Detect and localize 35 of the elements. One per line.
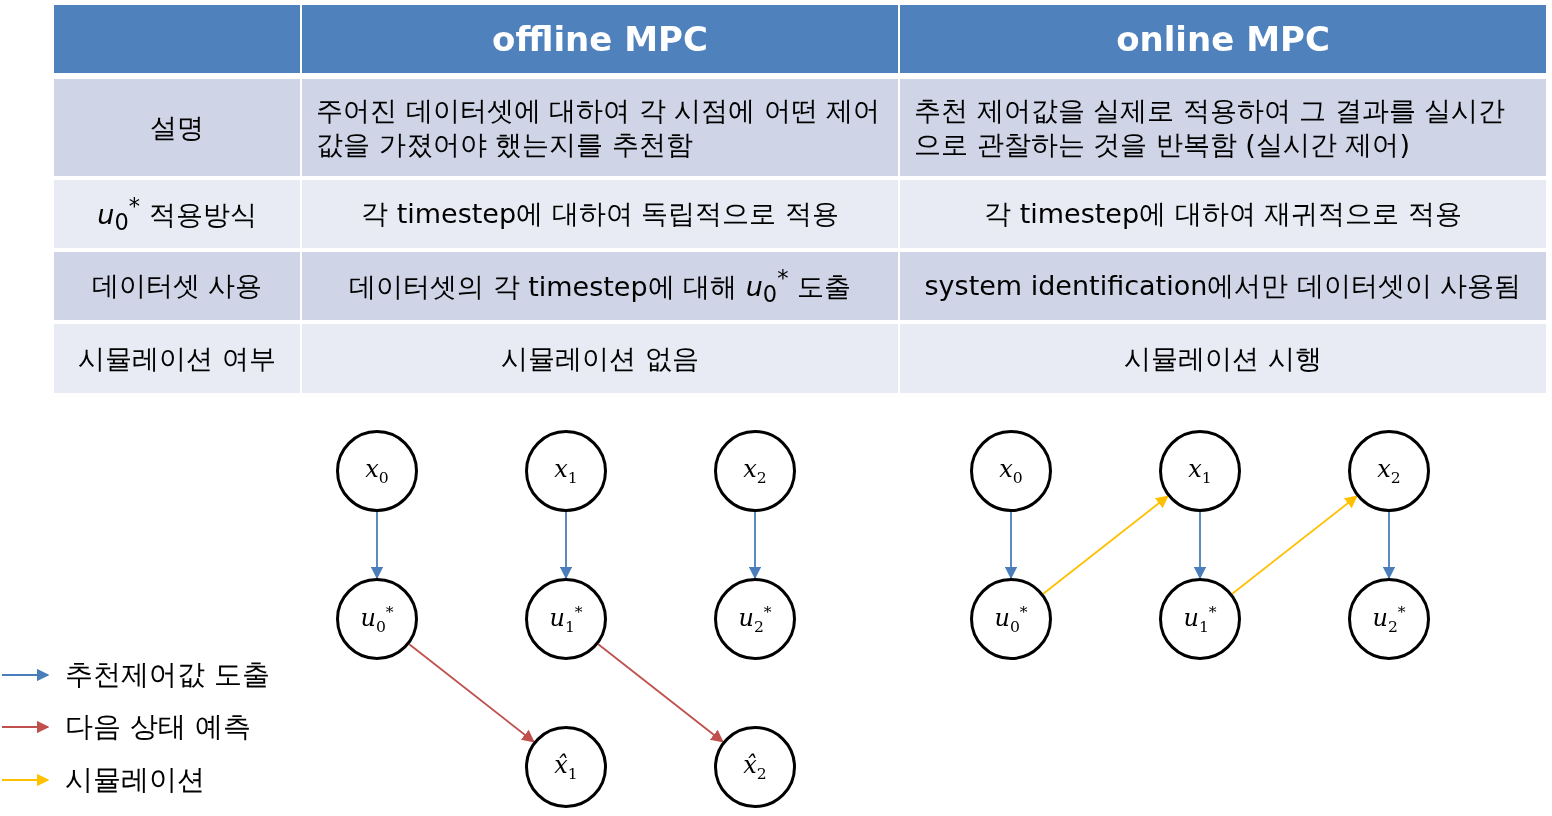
legend-label: 시뮬레이션 xyxy=(65,762,205,798)
arrow xyxy=(370,511,384,580)
table-cell: u$_{0}$$^{*}$ 적용방식 xyxy=(54,180,300,248)
predicted-state-node: x̂$_{1}$ xyxy=(525,726,607,808)
table-cell: 각 timestep에 대하여 독립적으로 적용 xyxy=(302,180,898,248)
arrow xyxy=(1004,511,1018,580)
table-cell: system identification에서만 데이터셋이 사용됨 xyxy=(900,252,1546,320)
state-node: x$_{0}$ xyxy=(336,430,418,512)
table-cell: 시뮬레이션 시행 xyxy=(900,324,1546,393)
state-node: x$_{1}$ xyxy=(1159,430,1241,512)
table-cell: 각 timestep에 대하여 재귀적으로 적용 xyxy=(900,180,1546,248)
legend-label: 다음 상태 예측 xyxy=(65,709,251,745)
arrow xyxy=(559,511,573,580)
legend-label: 추천제어값 도출 xyxy=(65,657,270,693)
table-cell: 데이터셋의 각 timestep에 대해 u$_{0}$$^{*}$ 도출 xyxy=(302,252,898,320)
state-node: x$_{1}$ xyxy=(525,430,607,512)
table-cell: 데이터셋 사용 xyxy=(54,252,300,320)
state-node: x$_{2}$ xyxy=(714,430,796,512)
arrow xyxy=(1382,511,1396,580)
state-node: x$_{2}$ xyxy=(1348,430,1430,512)
table-cell: 시뮬레이션 없음 xyxy=(302,324,898,393)
arrow xyxy=(1042,495,1169,595)
state-node: x$_{0}$ xyxy=(970,430,1052,512)
predicted-state-node: x̂$_{2}$ xyxy=(714,726,796,808)
table-cell: 주어진 데이터셋에 대하여 각 시점에 어떤 제어값을 가졌어야 했는지를 추천함 xyxy=(302,79,898,176)
arrow xyxy=(597,643,724,743)
arrow xyxy=(1193,511,1207,580)
header-cell: offline MPC xyxy=(302,5,898,73)
arrow xyxy=(748,511,762,580)
table-cell: 설명 xyxy=(54,79,300,176)
arrow xyxy=(1231,495,1358,595)
table-cell: 추천 제어값을 실제로 적용하여 그 결과를 실시간으로 관찰하는 것을 반복함 (실시간 제어) xyxy=(900,79,1546,176)
arrow xyxy=(408,643,535,743)
table-cell: 시뮬레이션 여부 xyxy=(54,324,300,393)
header-cell: online MPC xyxy=(900,5,1546,73)
